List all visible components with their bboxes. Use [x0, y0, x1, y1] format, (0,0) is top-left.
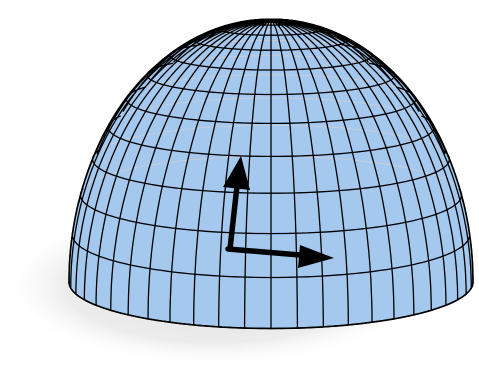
hemisphere — [69, 19, 473, 328]
